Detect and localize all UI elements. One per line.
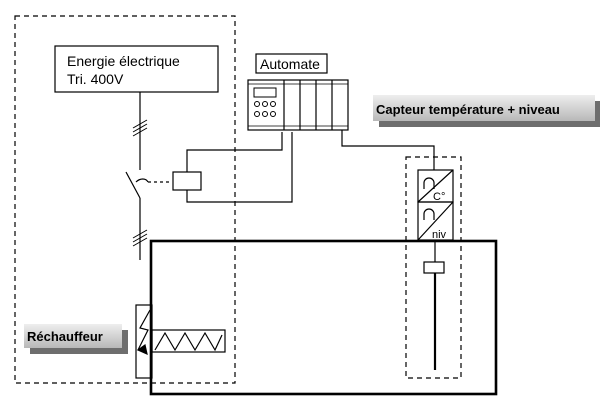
- sensor-banner: Capteur température + niveau: [373, 95, 600, 127]
- heater-coil: [151, 329, 226, 353]
- automate-label: Automate: [260, 56, 320, 72]
- sensor-enclosure: [405, 156, 462, 379]
- electrical-cabinet-outline: [14, 15, 236, 384]
- tank: [149, 239, 498, 396]
- svg-text:Réchauffeur: Réchauffeur: [27, 329, 103, 344]
- heater-terminal-box: [135, 304, 153, 379]
- svg-text:Capteur température + niveau: Capteur température + niveau: [376, 102, 560, 117]
- temperature-sensor-label: C°: [433, 191, 445, 203]
- heater-banner: Réchauffeur: [24, 324, 128, 354]
- contactor-switch: [125, 171, 172, 260]
- automate-label-box: [255, 53, 328, 74]
- three-phase-marks-upper: [132, 119, 148, 137]
- three-phase-marks-lower: [132, 229, 148, 247]
- power-supply-label-line2: Tri. 400V: [67, 71, 124, 87]
- sensor-wiring: [341, 130, 435, 170]
- contactor-coil: [172, 171, 202, 191]
- power-supply-label-line1: Energie électrique: [67, 53, 180, 69]
- sensor-probe: [423, 240, 445, 370]
- power-supply-box: [54, 45, 219, 93]
- coil-wiring: [186, 132, 293, 203]
- level-sensor-label: niv: [432, 229, 447, 241]
- plc-unit: [247, 79, 349, 131]
